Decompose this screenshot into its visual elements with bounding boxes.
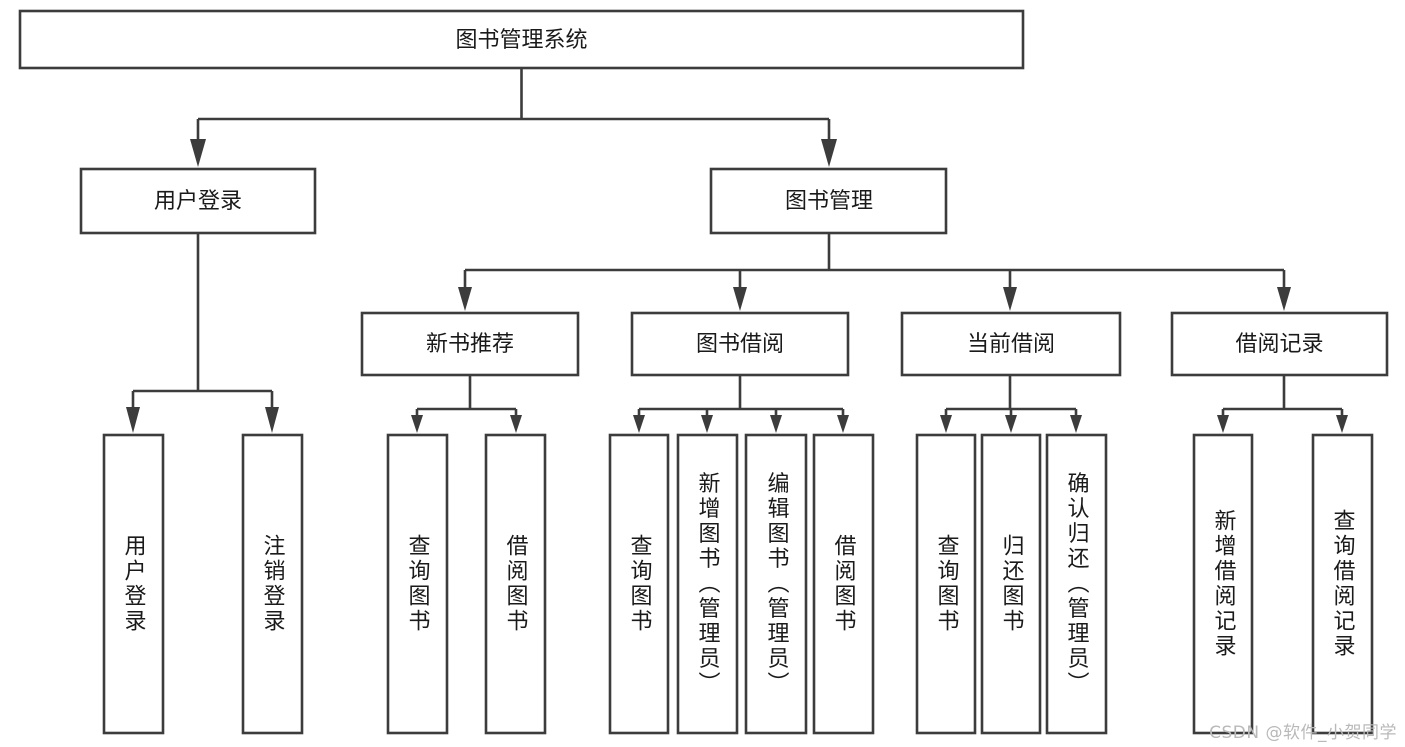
- node-borrow-record-label: 借阅记录: [1235, 332, 1323, 357]
- arrow-leaf-borrow-book-2: [837, 415, 849, 433]
- node-leaf-borrow-book-1-box[interactable]: [484, 433, 547, 735]
- node-leaf-user-login[interactable]: 用户登录: [102, 433, 165, 735]
- node-leaf-return-book-label: 归还图书: [999, 534, 1025, 634]
- node-leaf-user-logout-label: 注销登录: [260, 534, 286, 634]
- node-leaf-query-book-2[interactable]: 查询图书: [608, 433, 670, 735]
- node-leaf-borrow-book-1[interactable]: 借阅图书: [484, 433, 547, 735]
- node-leaf-query-borrow-record-box[interactable]: [1311, 433, 1374, 735]
- node-root-label: 图书管理系统: [455, 28, 587, 53]
- node-root-box[interactable]: [18, 9, 1025, 70]
- node-leaf-borrow-book-2-box[interactable]: [812, 433, 875, 735]
- arrow-borrow-record: [1277, 287, 1291, 311]
- node-book-borrow[interactable]: 图书借阅: [630, 311, 850, 377]
- arrow-leaf-user-login: [126, 407, 140, 433]
- node-new-book-recommend-box[interactable]: [360, 311, 580, 377]
- node-book-manage-label: 图书管理: [785, 189, 873, 214]
- arrow-leaf-query-borrow-record: [1336, 415, 1348, 433]
- node-leaf-add-borrow-record-label: 新增借阅记录: [1211, 509, 1237, 659]
- node-leaf-return-book-box[interactable]: [980, 433, 1042, 735]
- arrow-leaf-edit-book: [770, 415, 782, 433]
- node-leaf-confirm-return[interactable]: 确认归还（管理员）: [1045, 433, 1108, 735]
- node-new-book-recommend-label: 新书推荐: [426, 332, 514, 357]
- node-root[interactable]: 图书管理系统: [18, 9, 1025, 70]
- arrow-leaf-query-book-3: [940, 415, 952, 433]
- node-current-borrow-box[interactable]: [900, 311, 1122, 377]
- arrow-user-login: [190, 139, 206, 167]
- node-user-login-label: 用户登录: [154, 189, 242, 214]
- arrow-book-borrow: [733, 287, 747, 311]
- node-new-book-recommend[interactable]: 新书推荐: [360, 311, 580, 377]
- node-leaf-user-logout[interactable]: 注销登录: [241, 433, 304, 735]
- node-leaf-add-book[interactable]: 新增图书（管理员）: [676, 433, 739, 735]
- arrow-leaf-confirm-return: [1070, 415, 1082, 433]
- node-leaf-add-borrow-record[interactable]: 新增借阅记录: [1192, 433, 1254, 735]
- arrow-leaf-query-book-2: [633, 415, 645, 433]
- connectors-layer: [126, 68, 1348, 433]
- node-borrow-record-box[interactable]: [1170, 311, 1389, 377]
- arrow-leaf-borrow-book-1: [510, 415, 522, 433]
- node-leaf-query-book-1-label: 查询图书: [405, 534, 431, 634]
- node-book-manage-box[interactable]: [709, 167, 948, 235]
- node-leaf-borrow-book-2-label: 借阅图书: [831, 534, 857, 634]
- node-leaf-edit-book-box[interactable]: [744, 433, 808, 735]
- arrow-leaf-add-book: [701, 415, 713, 433]
- arrow-new-book-recommend: [458, 287, 472, 311]
- node-user-login[interactable]: 用户登录: [79, 167, 317, 235]
- node-leaf-query-book-2-box[interactable]: [608, 433, 670, 735]
- node-leaf-borrow-book-1-label: 借阅图书: [503, 534, 529, 634]
- node-leaf-query-borrow-record-label: 查询借阅记录: [1330, 509, 1356, 659]
- node-leaf-query-book-2-label: 查询图书: [627, 534, 653, 634]
- arrow-book-manage: [821, 139, 837, 167]
- node-leaf-confirm-return-label: 确认归还（管理员）: [1064, 472, 1090, 697]
- node-leaf-return-book[interactable]: 归还图书: [980, 433, 1042, 735]
- node-leaf-query-book-3-label: 查询图书: [934, 534, 960, 634]
- node-book-borrow-box[interactable]: [630, 311, 850, 377]
- node-borrow-record[interactable]: 借阅记录: [1170, 311, 1389, 377]
- node-leaf-query-book-1[interactable]: 查询图书: [386, 433, 449, 735]
- arrow-leaf-user-logout: [265, 407, 279, 433]
- arrow-leaf-query-book-1: [411, 415, 423, 433]
- node-leaf-query-book-1-box[interactable]: [386, 433, 449, 735]
- node-leaf-user-login-box[interactable]: [102, 433, 165, 735]
- node-leaf-edit-book-label: 编辑图书（管理员）: [764, 472, 790, 697]
- arrow-leaf-add-borrow-record: [1217, 415, 1229, 433]
- node-leaf-edit-book[interactable]: 编辑图书（管理员）: [744, 433, 808, 735]
- node-leaf-add-borrow-record-box[interactable]: [1192, 433, 1254, 735]
- node-book-borrow-label: 图书借阅: [696, 332, 784, 357]
- arrow-current-borrow: [1003, 287, 1017, 311]
- node-leaf-confirm-return-box[interactable]: [1045, 433, 1108, 735]
- node-current-borrow-label: 当前借阅: [967, 332, 1055, 357]
- node-leaf-user-login-label: 用户登录: [121, 534, 147, 634]
- node-book-manage[interactable]: 图书管理: [709, 167, 948, 235]
- node-leaf-add-book-box[interactable]: [676, 433, 739, 735]
- arrow-leaf-return-book: [1005, 415, 1017, 433]
- node-leaf-query-borrow-record[interactable]: 查询借阅记录: [1311, 433, 1374, 735]
- node-leaf-query-book-3[interactable]: 查询图书: [915, 433, 977, 735]
- node-leaf-user-logout-box[interactable]: [241, 433, 304, 735]
- node-current-borrow[interactable]: 当前借阅: [900, 311, 1122, 377]
- node-user-login-box[interactable]: [79, 167, 317, 235]
- node-leaf-query-book-3-box[interactable]: [915, 433, 977, 735]
- node-leaf-borrow-book-2[interactable]: 借阅图书: [812, 433, 875, 735]
- node-leaf-add-book-label: 新增图书（管理员）: [695, 472, 721, 697]
